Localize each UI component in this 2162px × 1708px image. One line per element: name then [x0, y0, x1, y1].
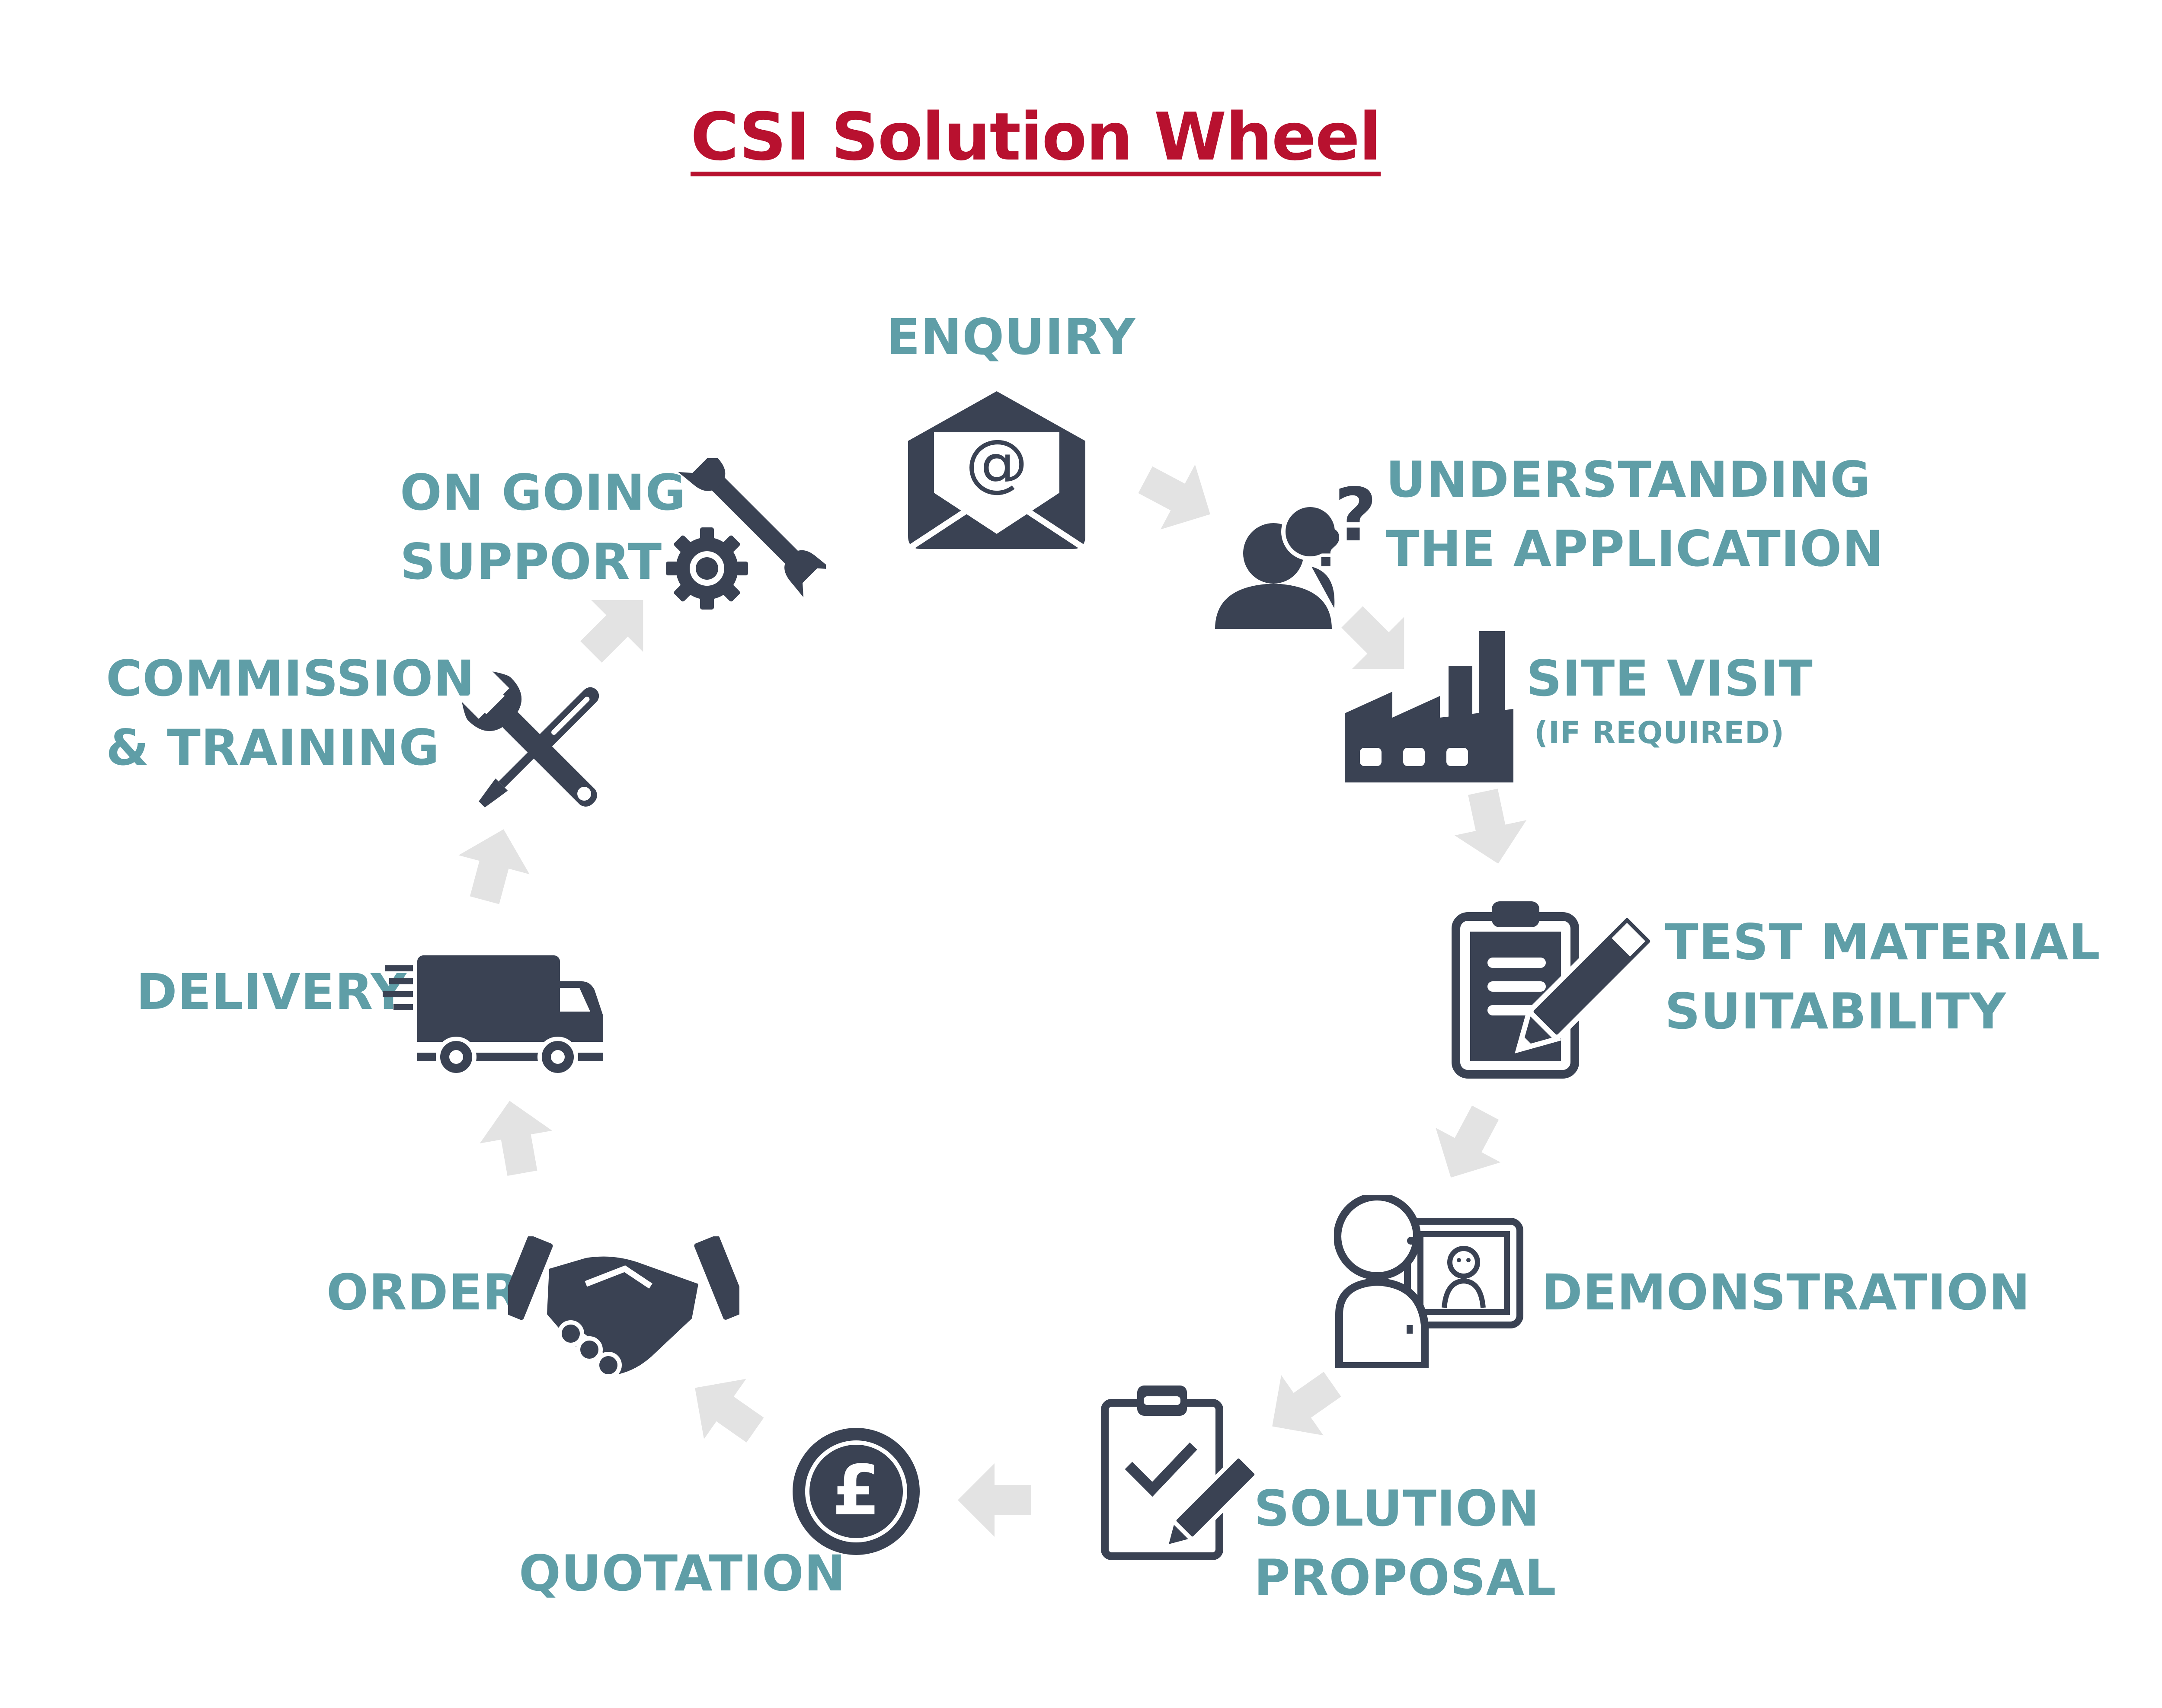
label-quotation: QUOTATION — [519, 1539, 846, 1608]
label-demonstration: DEMONSTRATION — [1542, 1258, 2031, 1327]
label-test-material-line2: SUITABILITY — [1665, 983, 2006, 1040]
envelope-at-icon: @ — [908, 391, 1085, 549]
label-commission-line2: & TRAINING — [106, 719, 440, 776]
arrow-proposal-quotation — [958, 1463, 1031, 1537]
label-site-visit-note: (IF REQUIRED) — [1534, 715, 1785, 750]
arrow-demo-proposal — [1251, 1354, 1354, 1457]
label-understanding-line2: THE APPLICATION — [1386, 520, 1884, 578]
svg-text:£: £ — [832, 1450, 880, 1531]
label-delivery-text: DELIVERY — [136, 963, 407, 1021]
arrow-delivery-commission — [449, 820, 539, 910]
label-site-visit-line1: SITE VISIT — [1526, 650, 1813, 707]
label-solution-proposal-line1: SOLUTION — [1254, 1480, 1540, 1537]
label-commission-line1: COMMISSION — [106, 650, 475, 707]
svg-text:?: ? — [1334, 473, 1377, 558]
label-order: ORDER — [326, 1258, 521, 1327]
label-solution-proposal-line2: PROPOSAL — [1254, 1549, 1557, 1606]
label-ongoing-support-line2: SUPPORT — [400, 533, 662, 591]
clipboard-check-icon — [1101, 1386, 1256, 1560]
label-enquiry-text: ENQUIRY — [886, 308, 1136, 366]
arrow-commission-support — [565, 574, 669, 678]
svg-text:@: @ — [966, 426, 1028, 499]
label-ongoing-support: ON GOING SUPPORT — [400, 458, 686, 597]
label-ongoing-support-line1: ON GOING — [400, 464, 686, 521]
label-understanding-line1: UNDERSTANDING — [1386, 451, 1871, 508]
label-demonstration-text: DEMONSTRATION — [1542, 1264, 2031, 1321]
arrow-enquiry-understanding — [1128, 447, 1228, 547]
label-understanding: UNDERSTANDING THE APPLICATION — [1386, 445, 1884, 584]
wrench-gear-icon — [666, 458, 826, 610]
label-solution-proposal: SOLUTION PROPOSAL — [1254, 1474, 1557, 1612]
label-enquiry: ENQUIRY — [886, 303, 1135, 372]
label-quotation-text: QUOTATION — [519, 1545, 846, 1602]
label-commission: COMMISSION & TRAINING — [106, 644, 475, 782]
label-delivery: DELIVERY — [136, 958, 407, 1027]
delivery-van-icon — [383, 955, 603, 1076]
handshake-icon — [508, 1236, 739, 1379]
clipboard-pencil-icon — [1452, 901, 1654, 1079]
arrow-test-demo — [1418, 1095, 1518, 1195]
arrow-quotation-order — [674, 1357, 777, 1460]
label-order-text: ORDER — [326, 1264, 521, 1321]
svg-text:?: ? — [1312, 519, 1343, 579]
arrow-understanding-site — [1326, 591, 1430, 695]
label-test-material: TEST MATERIAL SUITABILITY — [1665, 908, 2101, 1046]
pound-coin-icon: £ — [793, 1428, 920, 1555]
wrench-screwdriver-icon — [462, 671, 599, 808]
label-test-material-line1: TEST MATERIAL — [1665, 913, 2101, 971]
people-question-icon: ? ? — [1215, 473, 1377, 629]
factory-icon — [1345, 631, 1513, 782]
arrow-order-delivery — [473, 1094, 559, 1180]
page-title: CSI Solution Wheel — [691, 99, 1382, 175]
label-site-visit: SITE VISIT (IF REQUIRED) — [1526, 644, 1813, 752]
presenter-screen-icon — [1334, 1195, 1523, 1368]
arrow-site-test — [1447, 784, 1534, 872]
